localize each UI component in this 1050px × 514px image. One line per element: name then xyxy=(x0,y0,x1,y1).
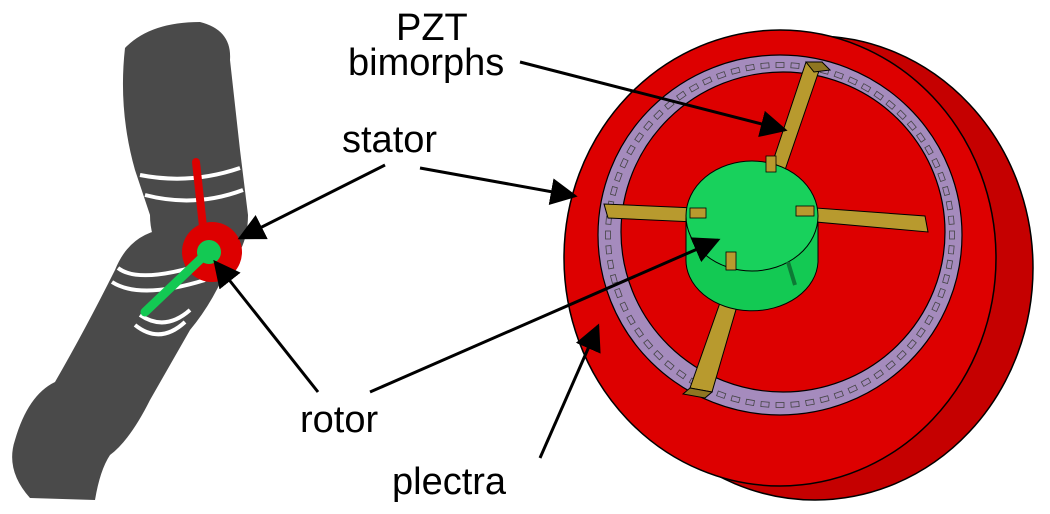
plectrum-tick xyxy=(790,62,800,69)
plectra-ticks xyxy=(605,62,955,408)
plectrum-tick xyxy=(775,402,785,408)
label-stator: stator xyxy=(342,119,437,161)
plectrum-tick xyxy=(942,185,951,197)
plectrum-tick xyxy=(931,301,941,313)
plectrum-tick xyxy=(860,83,872,93)
arrow-rotor-leg xyxy=(213,259,320,393)
arrow-rotor-motor xyxy=(369,237,721,394)
thigh-shape xyxy=(122,22,248,275)
plectrum-tick xyxy=(730,66,741,75)
knee-rotor-disc xyxy=(197,240,221,264)
plectrum-tick xyxy=(760,401,770,408)
plectrum-tick xyxy=(819,395,830,404)
plectrum-tick xyxy=(896,350,907,361)
leader-arrows xyxy=(213,60,788,459)
plectrum-tick xyxy=(626,314,636,326)
shin-shape xyxy=(12,228,231,500)
plectrum-tick xyxy=(948,245,955,255)
plectrum-tick xyxy=(847,76,858,86)
label-rotor: rotor xyxy=(300,399,378,441)
plectrum-tick xyxy=(605,245,612,255)
plectrum-tick xyxy=(945,259,954,270)
plectrum-tick xyxy=(924,314,934,326)
plectrum-tick xyxy=(906,120,917,131)
plectrum-tick xyxy=(716,71,727,80)
plectrum-tick xyxy=(931,157,941,169)
plectrum-tick xyxy=(643,339,654,350)
bimorph-arm-top-side xyxy=(804,61,832,73)
plectrum-tick xyxy=(949,230,955,240)
plectrum-tick xyxy=(847,384,858,394)
rotor-notch-bottom xyxy=(725,251,737,271)
plectrum-tick xyxy=(805,398,815,407)
plectrum-tick xyxy=(790,401,800,408)
rotor-slot xyxy=(786,261,797,286)
plectrum-tick xyxy=(634,132,644,143)
plectrum-tick xyxy=(745,398,755,407)
knee-rotor-rod xyxy=(140,247,213,317)
arrow-pzt xyxy=(519,60,788,138)
label-pzt: PZT xyxy=(396,7,468,49)
plectrum-tick xyxy=(885,99,896,110)
plectrum-tick xyxy=(906,339,917,350)
plectrum-tick xyxy=(833,390,844,399)
plectrum-tick xyxy=(619,157,629,169)
thigh-strap-upper xyxy=(139,166,241,181)
plectrum-tick xyxy=(702,76,713,86)
plectrum-tick xyxy=(916,132,926,143)
plectrum-tick xyxy=(664,360,675,371)
plectrum-tick xyxy=(896,109,907,120)
plectrum-tick xyxy=(937,287,946,299)
plectrum-tick xyxy=(745,63,755,72)
plectrum-tick xyxy=(619,301,629,313)
plectrum-tick xyxy=(609,273,618,285)
arrow-stator-motor xyxy=(419,166,578,205)
thigh-strap-lower xyxy=(144,188,244,203)
shin-strap-lower xyxy=(110,278,206,293)
arrow-stator-leg xyxy=(237,163,386,240)
plectrum-tick xyxy=(688,83,700,93)
bimorph-arm-bottom-side xyxy=(681,387,714,399)
plectrum-tick xyxy=(676,90,687,101)
rotor-notch-left xyxy=(689,207,707,219)
plectrum-tick xyxy=(873,90,884,101)
plectrum-tick xyxy=(775,62,785,68)
plectrum-tick xyxy=(730,395,741,404)
plectrum-tick xyxy=(606,259,615,270)
rotor-notch-right xyxy=(795,205,815,217)
plectrum-tick xyxy=(653,350,664,361)
label-plectra: plectra xyxy=(392,461,507,503)
plectrum-tick xyxy=(833,71,844,80)
plectrum-tick xyxy=(885,360,896,371)
plectrum-tick xyxy=(860,377,872,387)
shin-strap-4 xyxy=(133,320,187,337)
plectrum-tick xyxy=(948,215,955,225)
label-bimorphs: bimorphs xyxy=(348,42,504,84)
plectrum-tick xyxy=(760,62,770,69)
plectrum-tick xyxy=(924,144,934,156)
plectrum-tick xyxy=(937,171,946,183)
plectrum-tick xyxy=(609,185,618,197)
plectrum-tick xyxy=(653,109,664,120)
plectrum-tick xyxy=(634,327,644,338)
rotor-notch-top xyxy=(765,155,777,173)
plectrum-tick xyxy=(916,327,926,338)
plectrum-tick xyxy=(873,369,884,380)
plectrum-tick xyxy=(614,171,623,183)
arrow-plectra xyxy=(538,323,601,459)
plectrum-tick xyxy=(716,390,727,399)
leg-illustration xyxy=(12,22,248,500)
plectrum-tick xyxy=(605,230,611,240)
plectrum-tick xyxy=(945,200,954,211)
shin-strap-3 xyxy=(138,308,192,325)
plectrum-tick xyxy=(614,287,623,299)
plectrum-tick xyxy=(643,120,654,131)
plectrum-tick xyxy=(676,369,687,380)
plectrum-tick xyxy=(942,273,951,285)
motor-illustration xyxy=(563,29,1034,501)
plectrum-tick xyxy=(626,144,636,156)
